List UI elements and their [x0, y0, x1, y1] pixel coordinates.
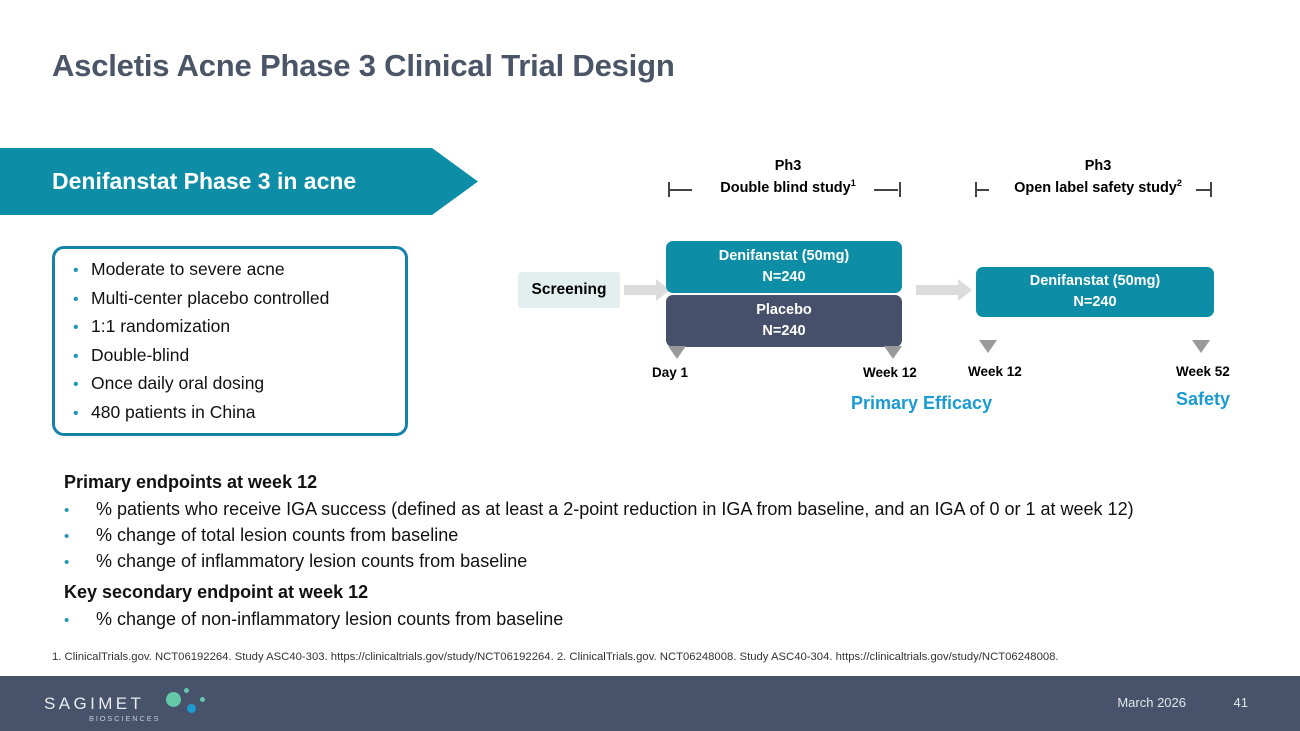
timepoint-label-week12-primary: Week 12: [863, 365, 917, 380]
flow-arrow-open-label: [916, 279, 976, 301]
arm-name: Denifanstat (50mg): [718, 247, 850, 264]
section-banner: Denifanstat Phase 3 in acne: [0, 148, 478, 215]
timepoint-label-day1: Day 1: [652, 365, 689, 380]
bullet-icon: •: [73, 347, 79, 365]
arm-n: N=240: [762, 269, 806, 285]
list-item-label: 1:1 randomization: [91, 316, 231, 336]
arm-name: Denifanstat (50mg): [1029, 272, 1161, 289]
footer-date: March 2026: [1117, 695, 1186, 710]
list-item: • % change of total lesion counts from b…: [64, 525, 1294, 546]
section-banner-label: Denifanstat Phase 3 in acne: [52, 168, 357, 194]
list-item: • % change of non-inflammatory lesion co…: [64, 609, 1294, 630]
trial-features-box: • Moderate to severe acne • Multi-center…: [52, 246, 408, 436]
timepoint-marker-week12-open-label: [979, 340, 997, 353]
list-item: • 480 patients in China: [73, 401, 405, 433]
bracket-line-right: [1196, 189, 1210, 191]
timepoint-marker-week12-primary: [884, 346, 902, 359]
timepoint-label-week52: Week 52: [1176, 364, 1230, 379]
list-item-label: Double-blind: [91, 344, 190, 365]
bracket-tick-right: [899, 182, 901, 197]
slide-footer: SAGIMET BIOSCIENCES March 2026 41: [0, 676, 1300, 731]
arm-box-open-label-denifanstat: Denifanstat (50mg) N=240: [976, 267, 1214, 317]
list-item: • Double-blind: [73, 344, 405, 376]
list-item-label: % change of inflammatory lesion counts f…: [96, 551, 528, 571]
timepoint-marker-week52: [1192, 340, 1210, 353]
list-item-label: Moderate to severe acne: [91, 259, 285, 279]
list-item-label: % change of non-inflammatory lesion coun…: [96, 609, 564, 629]
phase-header-open-label: Ph3 Open label safety study2: [978, 158, 1218, 196]
timepoint-label-week12-open-label: Week 12: [968, 364, 1022, 379]
arm-n: N=240: [762, 323, 806, 339]
logo-dot-medium: [187, 704, 196, 713]
secondary-endpoints-heading: Key secondary endpoint at week 12: [64, 582, 369, 602]
bullet-icon: •: [73, 262, 79, 279]
bracket-line-left: [668, 189, 692, 191]
logo-dot-small-right: [200, 697, 205, 702]
footnote-marker: 1: [850, 178, 856, 188]
bullet-icon: •: [73, 404, 79, 422]
footnote-references: 1. ClinicalTrials.gov. NCT06192264. Stud…: [52, 651, 1059, 663]
phase-header-double-blind: Ph3 Double blind study1: [668, 158, 908, 196]
list-item-label: 480 patients in China: [91, 401, 256, 422]
logo-dot-large: [166, 692, 181, 707]
footer-page-number: 41: [1233, 695, 1248, 710]
bracket-line-right: [874, 189, 898, 191]
logo-tagline: BIOSCIENCES: [89, 714, 161, 723]
screening-box: Screening: [518, 272, 620, 308]
sagimet-logo: SAGIMET BIOSCIENCES: [44, 688, 234, 724]
list-item: • 1:1 randomization: [73, 316, 405, 347]
bullet-icon: •: [64, 528, 70, 545]
endpoints-section: Primary endpoints at week 12 • % patient…: [64, 472, 1294, 635]
arm-box-denifanstat: Denifanstat (50mg) N=240: [666, 241, 902, 293]
bracket-line-left: [975, 189, 989, 191]
bullet-icon: •: [64, 502, 70, 519]
screening-label: Screening: [531, 280, 607, 298]
list-item: • % patients who receive IGA success (de…: [64, 499, 1294, 520]
bullet-icon: •: [64, 554, 70, 571]
phase-header-line2: Open label safety study2: [978, 178, 1218, 196]
list-item-label: % change of total lesion counts from bas…: [96, 525, 459, 545]
trial-design-diagram: Ph3 Double blind study1 Ph3 Open label s…: [0, 150, 1300, 450]
logo-wordmark: SAGIMET: [44, 694, 145, 713]
bullet-icon: •: [73, 290, 79, 308]
bullet-icon: •: [73, 376, 79, 393]
list-item-label: Once daily oral dosing: [91, 373, 265, 393]
bracket-tick-right: [1210, 182, 1212, 197]
list-item: • % change of inflammatory lesion counts…: [64, 551, 1294, 572]
primary-endpoints-heading: Primary endpoints at week 12: [64, 472, 318, 492]
phase-header-line1: Ph3: [774, 158, 802, 174]
arm-box-placebo: Placebo N=240: [666, 295, 902, 347]
list-item-label: % patients who receive IGA success (defi…: [96, 499, 1134, 519]
phase-header-text: Double blind study: [720, 179, 851, 196]
arm-n: N=240: [1073, 294, 1117, 310]
list-item: • Multi-center placebo controlled: [73, 287, 405, 319]
timepoint-marker-day1: [668, 346, 686, 359]
arm-name: Placebo: [756, 301, 812, 318]
timepoint-annotation-safety: Safety: [1176, 389, 1231, 409]
phase-header-line1: Ph3: [1084, 158, 1112, 174]
bullet-icon: •: [73, 319, 79, 336]
footnote-marker: 2: [1176, 178, 1182, 188]
logo-dot-small-top: [184, 688, 189, 693]
phase-header-line2: Double blind study1: [668, 178, 908, 196]
list-item-label: Multi-center placebo controlled: [91, 287, 330, 308]
timepoint-annotation-primary-efficacy: Primary Efficacy: [851, 393, 993, 413]
list-item: • Moderate to severe acne: [73, 259, 405, 290]
list-item: • Once daily oral dosing: [73, 373, 405, 404]
flow-arrow-screening: [624, 279, 670, 301]
bullet-icon: •: [64, 612, 70, 629]
page-title: Ascletis Acne Phase 3 Clinical Trial Des…: [52, 48, 675, 83]
phase-header-text: Open label safety study: [1014, 179, 1177, 196]
